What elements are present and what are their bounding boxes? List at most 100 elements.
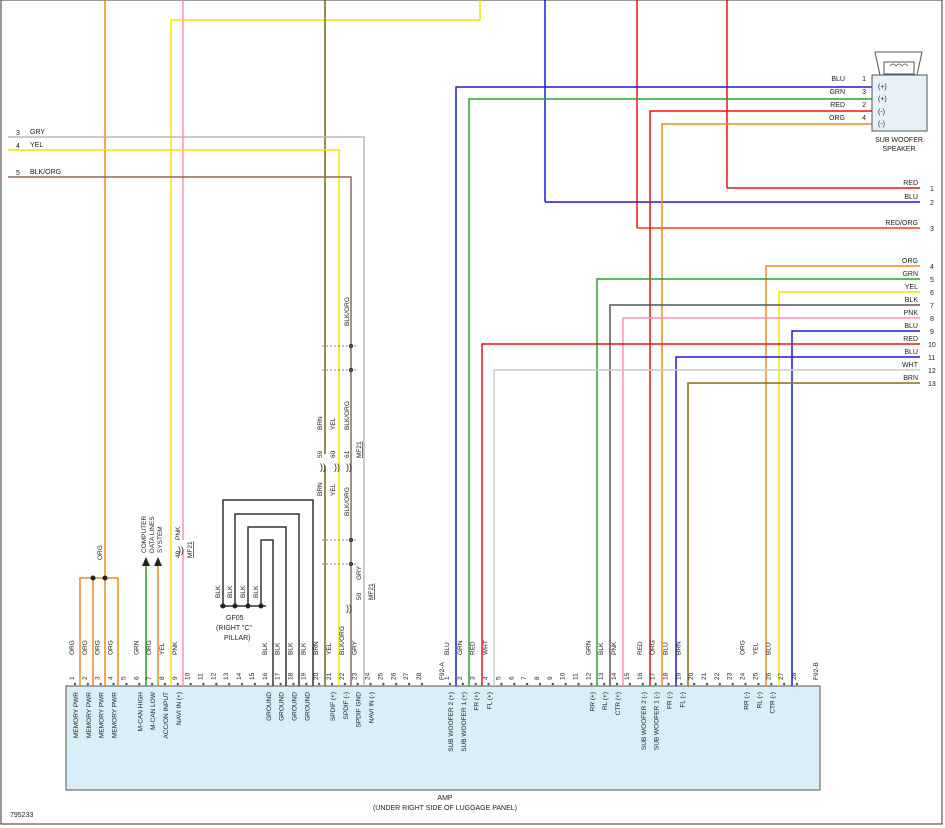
right-wire-color: WHT [902, 362, 919, 369]
wires [8, 0, 920, 686]
right-wire-num: 11 [928, 355, 935, 362]
connector-b-pin-color: BLU [444, 642, 451, 655]
arrow-up-icon [142, 557, 150, 566]
connector-b-pin-number: 15 [624, 672, 631, 680]
connector-b-pin-number: 28 [791, 672, 798, 680]
right-wire-num: 10 [928, 342, 936, 349]
ground-wire: BLK [215, 585, 222, 598]
connector-a-pin-terminal [305, 682, 308, 686]
connector-a-pin-terminal [266, 682, 269, 686]
connector-a-pin-terminal [407, 682, 411, 686]
connector-a-pin-terminal [125, 682, 128, 686]
connector-a-pin-terminal [215, 682, 218, 686]
connector-b-pin-function: SUB WOOFER 1 (+) [461, 692, 468, 752]
connector-a-pin-number: 13 [223, 672, 230, 680]
connector-a-pin-terminal [176, 682, 179, 686]
ground-loc1: (RIGHT "C" [216, 625, 252, 632]
connector-b-pin-function: FL (+) [487, 692, 494, 709]
connector-b-pin-terminal [474, 682, 477, 686]
svg-text:)): )) [346, 462, 352, 472]
connector-b-pin-number: 10 [560, 672, 567, 680]
left-wire-num: 4 [16, 143, 20, 150]
connector-a-pin-function: SPDIF (-) [343, 692, 350, 719]
mf21c-connector: MF21 [368, 583, 375, 600]
connector-a-pin-number: 16 [262, 672, 269, 680]
connector-a-pin-number: 9 [172, 676, 179, 680]
connector-b-pin-color: GRN [457, 640, 464, 655]
mf21b-pin: 60 [330, 450, 337, 458]
amp-name: AMP [437, 795, 453, 802]
right-wire-color: ORG [902, 258, 918, 265]
connector-b-pin-function: CTR (+) [615, 692, 622, 715]
ground-loc2: PILLAR) [224, 635, 250, 642]
connector-a-pin-function: GROUND [266, 692, 273, 721]
ground-name: GF05 [226, 615, 244, 622]
connector-a-label: F92-A [439, 662, 446, 680]
connector-a-pin-color: ORG [82, 640, 89, 655]
connector-b-pin-number: 2 [457, 676, 464, 680]
sub-woofer-speaker: SUB WOOFER SPEAKER [871, 51, 928, 153]
right-wire-num: 1 [930, 186, 934, 193]
connector-a-pin-function: SPDIF GND [356, 692, 363, 728]
connector-a-pin-function: GROUND [279, 692, 286, 721]
connector-b-pin-color: YEL [752, 642, 759, 655]
connector-b-pin-number: 12 [585, 672, 592, 680]
mf21c-color: GRY [356, 565, 363, 580]
connector-a-pin-function: GROUND [291, 692, 298, 721]
connector-a-pin-terminal [356, 682, 359, 686]
connector-a-pin-number: 18 [287, 672, 294, 680]
connector-a-pin-number: 28 [416, 672, 423, 680]
yel-mid-label: YEL [330, 483, 337, 496]
connector-a-pin-color: GRN [133, 640, 140, 655]
connector-b-pin-number: 7 [521, 676, 528, 680]
speaker-pin-num: 1 [862, 76, 866, 83]
connector-a-pin-terminal [369, 682, 372, 686]
speaker-pin-term: (-) [878, 109, 885, 116]
connector-b-pin-number: 19 [675, 672, 682, 680]
connector-a-pin-terminal [253, 682, 257, 686]
right-wire-color: BLU [904, 349, 918, 356]
connector-a-pin-function: MEMORY PWR [99, 692, 106, 738]
connector-a-pin-number: 5 [120, 676, 127, 680]
connector-a-pin-number: 17 [275, 672, 282, 680]
mf21a-pin: 49 [175, 550, 182, 558]
connector-a-pin-color: ORG [69, 640, 76, 655]
connector-a-pin-terminal [420, 682, 424, 686]
connector-b-pin-number: 14 [611, 672, 618, 680]
mf21b-pin: 61 [344, 450, 351, 458]
right-wire-color: RED/ORG [885, 220, 918, 227]
connector-a-pin-number: 20 [313, 672, 320, 680]
right-wire-color: BRN [903, 375, 918, 382]
brn-mid-label: BRN [317, 482, 324, 496]
connector-b-pin-number: 13 [598, 672, 605, 680]
mf21a-connector: MF21 [187, 541, 194, 558]
right-wire-num: 7 [930, 303, 934, 310]
mf21b-color: YEL [330, 417, 337, 430]
connector-a-pin-terminal [99, 682, 102, 686]
speaker-name-1: SUB WOOFER [875, 137, 923, 144]
left-wire-num: 5 [16, 170, 20, 177]
connector-a-pin-number: 10 [185, 672, 192, 680]
connector-b-pin-terminal [564, 682, 567, 686]
connector-a-pin-terminal [138, 682, 141, 686]
svg-text:)): )) [320, 462, 326, 472]
connector-a-pin-number: 3 [95, 676, 102, 680]
speaker-name-2: SPEAKER [882, 146, 915, 153]
connector-a-pin-number: 7 [146, 676, 153, 680]
connector-a-pin-terminal [189, 682, 192, 686]
connector-b-pin-number: 4 [483, 676, 490, 680]
right-wire-num: 5 [930, 277, 934, 284]
amp-location: (UNDER RIGHT SIDE OF LUGGAGE PANEL) [373, 805, 517, 812]
connector-b-pin-function: SUB WOOFER 2 (+) [448, 692, 455, 752]
connector-a-pin-color: BLK [275, 642, 282, 655]
connector-b-pin-function: FL (-) [679, 692, 686, 708]
connector-a-pin-terminal [202, 682, 205, 686]
connector-b-pin-number: 17 [650, 672, 657, 680]
speaker-pin-color: GRN [829, 89, 845, 96]
connector-b-pin-number: 26 [765, 672, 772, 680]
connector-b-pin-terminal [513, 682, 516, 686]
connector-a-pin-terminal [395, 682, 398, 686]
